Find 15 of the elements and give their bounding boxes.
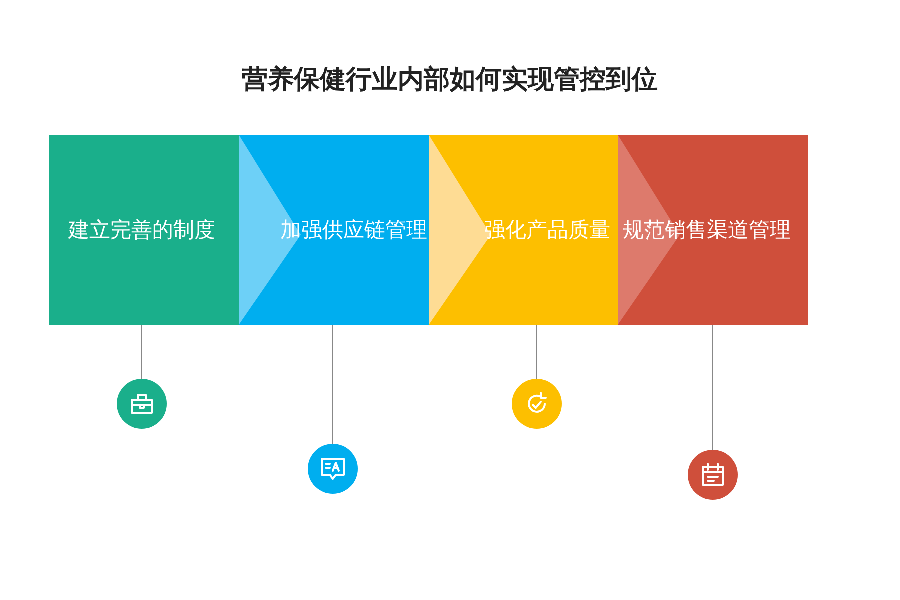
step-label: 加强供应链管理 xyxy=(280,217,428,244)
chevron-arrow xyxy=(239,135,301,325)
step-label: 建立完善的制度 xyxy=(68,217,216,244)
title: 营养保健行业内部如何实现管控到位 xyxy=(241,64,659,96)
leader-line xyxy=(332,324,334,444)
leader-line xyxy=(712,324,714,450)
step-box xyxy=(49,135,239,325)
leader-line xyxy=(536,324,538,380)
icon-circle xyxy=(688,450,738,500)
chevron-arrow xyxy=(618,135,680,325)
step-label: 规范销售渠道管理 xyxy=(623,217,791,244)
icon-circle xyxy=(512,379,562,429)
icon-circle xyxy=(117,379,167,429)
chevron-arrow xyxy=(429,135,491,325)
icon-circle xyxy=(308,444,358,494)
